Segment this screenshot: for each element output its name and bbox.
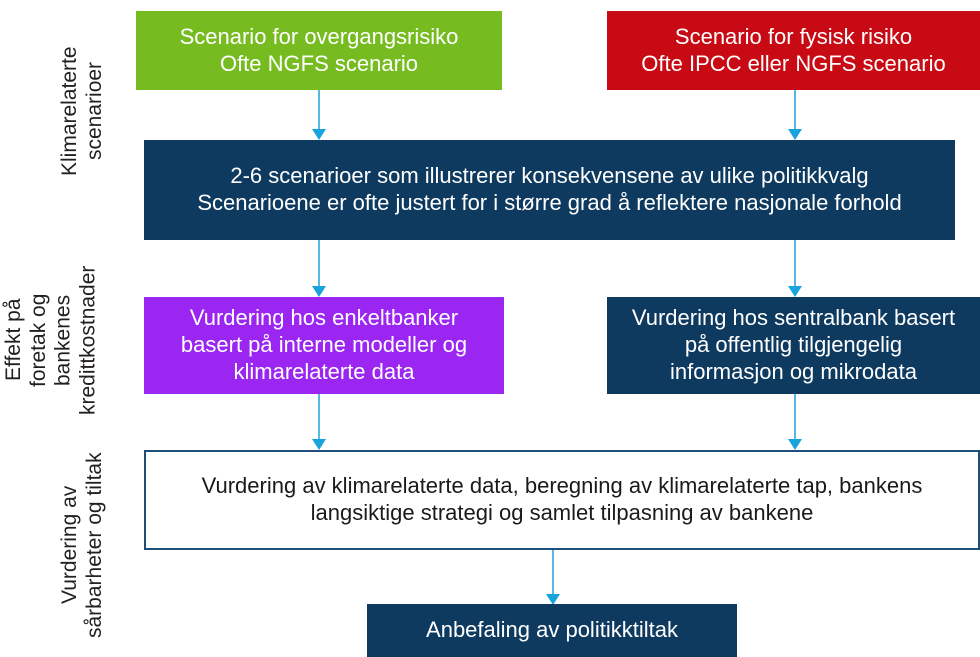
arrow-shaft bbox=[552, 550, 554, 594]
arrow-shaft bbox=[318, 240, 320, 286]
arrow-shaft bbox=[794, 394, 796, 439]
row-label-effekt-pa-foretak: Effekt på foretak og bankenes kredittkos… bbox=[2, 265, 100, 415]
arrow-shaft bbox=[794, 240, 796, 286]
arrow-head bbox=[312, 129, 326, 140]
arrow-shaft bbox=[794, 90, 796, 129]
arrow-head bbox=[788, 286, 802, 297]
arrow-head bbox=[312, 439, 326, 450]
arrow-vurdering-data-to-anbefaling bbox=[545, 550, 561, 605]
row-label-vurdering-av-sarbarheter: Vurdering av sårbarheter og tiltak bbox=[58, 452, 106, 638]
arrow-head bbox=[312, 286, 326, 297]
box-2-6-scenarioer[interactable]: 2-6 scenarioer som illustrerer konsekven… bbox=[144, 140, 955, 240]
arrow-head bbox=[788, 129, 802, 140]
arrow-head bbox=[546, 594, 560, 605]
arrow-head bbox=[788, 439, 802, 450]
arrow-shaft bbox=[318, 90, 320, 129]
box-vurdering-sentralbank[interactable]: Vurdering hos sentralbank basert på offe… bbox=[607, 297, 980, 394]
arrow-sentralbank-to-vurdering-data bbox=[787, 394, 803, 450]
box-scenario-fysisk-risiko[interactable]: Scenario for fysisk risiko Ofte IPCC ell… bbox=[607, 11, 980, 90]
arrow-scenarioer-to-sentralbank bbox=[787, 240, 803, 297]
row-label-klimarelaterte-scenarioer: Klimarelaterte scenarioer bbox=[58, 46, 106, 176]
box-vurdering-enkeltbanker[interactable]: Vurdering hos enkeltbanker basert på int… bbox=[144, 297, 504, 394]
arrow-overgangsrisiko-to-scenarioer bbox=[311, 90, 327, 140]
arrow-fysisk-risiko-to-scenarioer bbox=[787, 90, 803, 140]
box-vurdering-klimarelaterte-data[interactable]: Vurdering av klimarelaterte data, beregn… bbox=[144, 450, 980, 550]
box-scenario-overgangsrisiko[interactable]: Scenario for overgangsrisiko Ofte NGFS s… bbox=[136, 11, 502, 90]
box-anbefaling-politikktiltak[interactable]: Anbefaling av politikktiltak bbox=[367, 604, 737, 657]
arrow-scenarioer-to-enkeltbanker bbox=[311, 240, 327, 297]
arrow-shaft bbox=[318, 394, 320, 439]
arrow-enkeltbanker-to-vurdering-data bbox=[311, 394, 327, 450]
